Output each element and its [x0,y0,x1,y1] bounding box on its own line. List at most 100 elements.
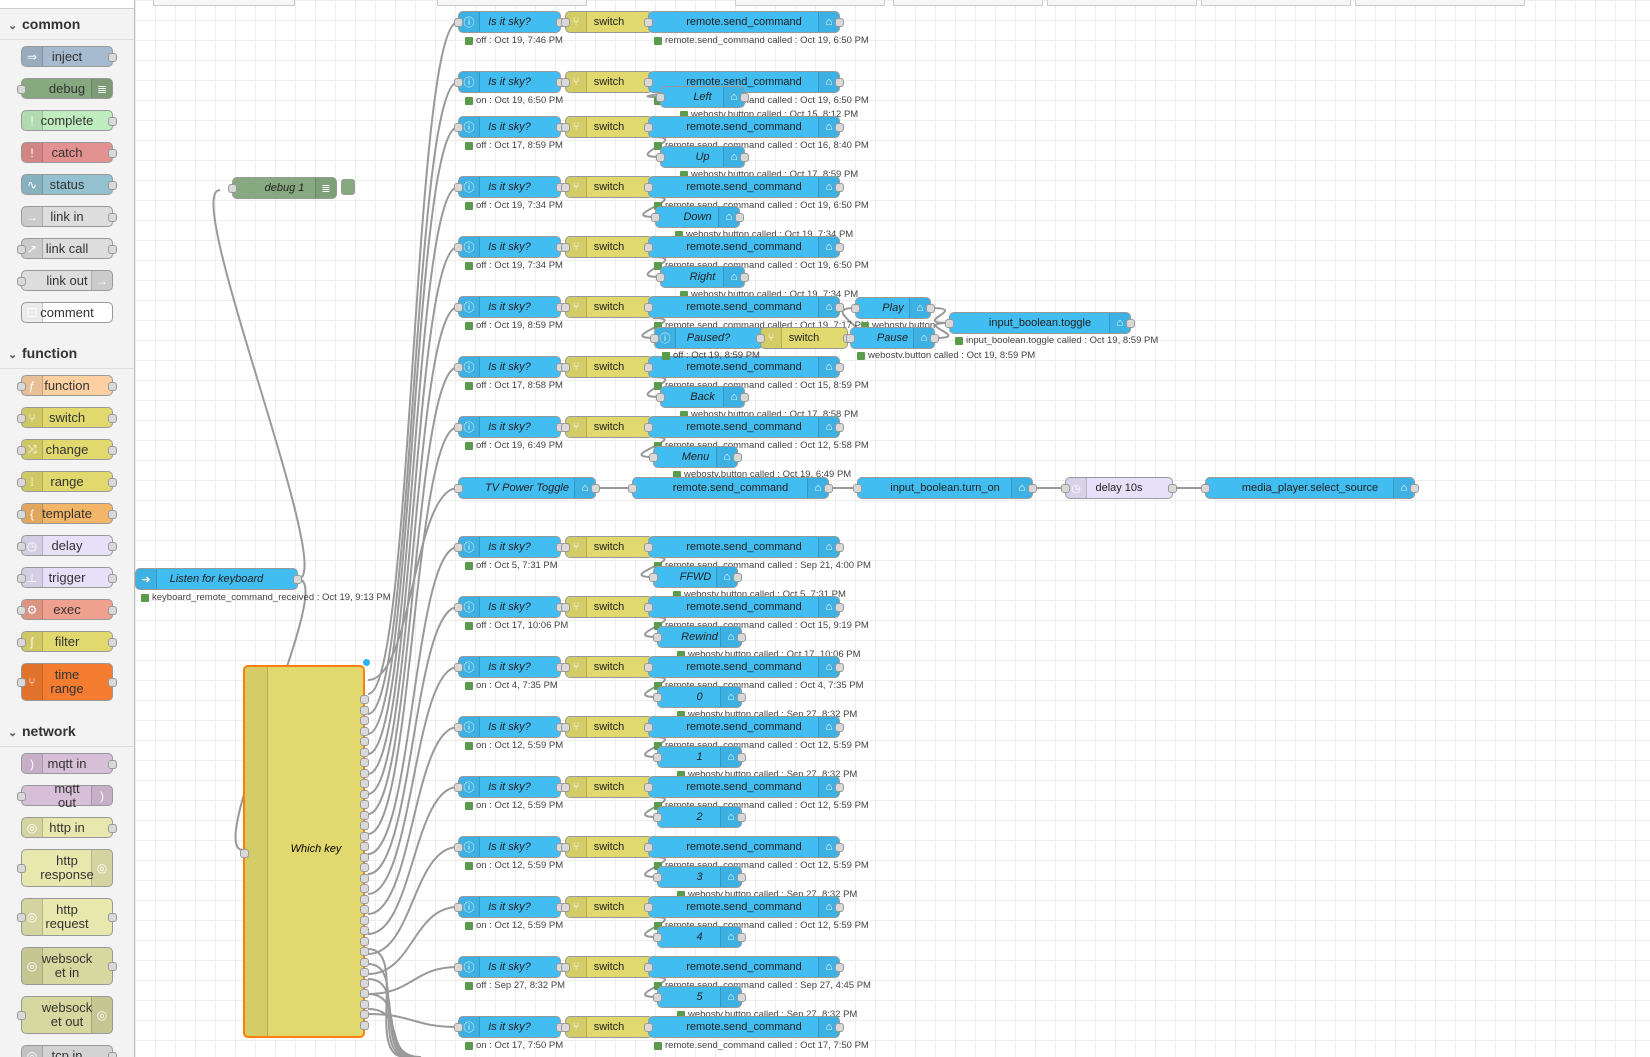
output-port[interactable] [835,603,844,612]
input-port[interactable] [653,633,662,642]
output-port[interactable] [835,843,844,852]
webostv-button-node[interactable]: Rewind⌂ [653,626,746,648]
input-port[interactable] [228,184,237,193]
input-port[interactable] [454,183,463,192]
output-port[interactable] [360,873,369,883]
input-port[interactable] [561,783,570,792]
wire[interactable] [367,186,459,755]
input-port[interactable] [846,334,855,343]
input-port[interactable] [644,963,653,972]
palette-node-websock-et-out[interactable]: ◎websock et out [17,996,113,1034]
output-port[interactable] [735,213,744,222]
output-port[interactable] [360,821,369,830]
input-port[interactable] [644,18,653,27]
input-port[interactable] [561,423,570,432]
palette-node-status[interactable]: ∿status [21,174,117,195]
switch-node[interactable]: ⑂switch [561,776,657,798]
input-port[interactable] [644,303,653,312]
output-port[interactable] [733,573,742,582]
input-port[interactable] [644,783,653,792]
remote-send-command-node[interactable]: remote.send_command⌂ [644,356,844,378]
output-port[interactable] [591,484,600,493]
output-port[interactable] [360,758,369,767]
input-port[interactable] [853,484,862,493]
output-port[interactable] [835,963,844,972]
output-port[interactable] [835,723,844,732]
webostv-button-node[interactable]: Left⌂ [656,86,749,108]
input-port[interactable] [1061,484,1070,493]
input-port[interactable] [454,18,463,27]
output-port[interactable] [360,947,369,956]
output-port[interactable] [360,905,369,914]
output-port[interactable] [360,1020,369,1030]
remote-send-command-node[interactable]: remote.send_command⌂ [644,11,844,33]
input-port[interactable] [656,393,665,402]
switch-node[interactable]: ⑂switch [561,536,657,558]
output-port[interactable] [737,753,746,762]
output-port[interactable] [835,663,844,672]
input-port[interactable] [454,843,463,852]
output-port[interactable] [835,543,844,552]
palette-node-mqtt-out[interactable]: )mqtt out [17,781,113,809]
input-port[interactable] [454,783,463,792]
input-port[interactable] [644,363,653,372]
output-port[interactable] [360,978,369,988]
remote-send-command-node[interactable]: remote.send_command⌂ [644,896,844,918]
output-port[interactable] [737,873,746,882]
output-port[interactable] [835,18,844,27]
play-button-node[interactable]: Play⌂ [851,297,935,319]
wire[interactable] [367,666,459,895]
input-port[interactable] [656,153,665,162]
input-port[interactable] [649,453,658,462]
wire[interactable] [367,846,459,955]
output-port[interactable] [360,705,369,715]
input-port[interactable] [628,484,637,493]
input-port[interactable] [653,753,662,762]
wire[interactable] [367,906,459,975]
input-port[interactable] [454,723,463,732]
switch-node[interactable]: ⑂switch [561,956,657,978]
switch-node[interactable]: ⑂switch [561,296,657,318]
which-key-switch-node[interactable]: Which key [240,659,370,1038]
switch-node[interactable]: ⑂switch [561,656,657,678]
delay-node[interactable]: ◷delay 10s [1061,477,1177,499]
switch-node[interactable]: ⑂switch [561,176,657,198]
output-port[interactable] [360,747,369,757]
input-port[interactable] [644,603,653,612]
webostv-button-node[interactable]: Down⌂ [651,206,744,228]
input-boolean-toggle-node[interactable]: input_boolean.toggle⌂ [945,312,1135,334]
wire[interactable] [367,366,459,815]
switch-node[interactable]: ⑂switch [561,356,657,378]
output-port[interactable] [733,453,742,462]
output-port[interactable] [360,810,369,820]
palette-node-debug[interactable]: ≣debug [17,78,113,99]
palette-node-catch[interactable]: !catch [21,142,117,163]
remote-send-command-node[interactable]: remote.send_command⌂ [644,176,844,198]
input-port[interactable] [561,663,570,672]
input-port[interactable] [644,243,653,252]
input-boolean-turn-on-node[interactable]: input_boolean.turn_on⌂ [853,477,1037,499]
palette-search-bar[interactable] [0,0,134,9]
palette-node-filter[interactable]: ∫filter [17,631,117,652]
pause-button-node[interactable]: Pause⌂ [846,327,939,349]
palette-category-network[interactable]: ⌄network [0,716,134,747]
input-port[interactable] [561,243,570,252]
output-port[interactable] [835,783,844,792]
palette-node-websock-et-in[interactable]: ◎websock et in [21,947,117,985]
flow-tab[interactable] [893,0,1043,6]
webostv-button-node[interactable]: Back⌂ [656,386,749,408]
output-port[interactable] [926,304,935,313]
palette-node-trigger[interactable]: ⊥trigger [17,567,117,588]
flow-tab[interactable] [1355,0,1525,6]
input-port[interactable] [561,303,570,312]
input-port[interactable] [650,334,659,343]
output-port[interactable] [1126,319,1135,328]
output-port[interactable] [930,334,939,343]
palette-node-complete[interactable]: !complete [21,110,117,131]
palette-node-link-out[interactable]: →link out [17,270,113,291]
